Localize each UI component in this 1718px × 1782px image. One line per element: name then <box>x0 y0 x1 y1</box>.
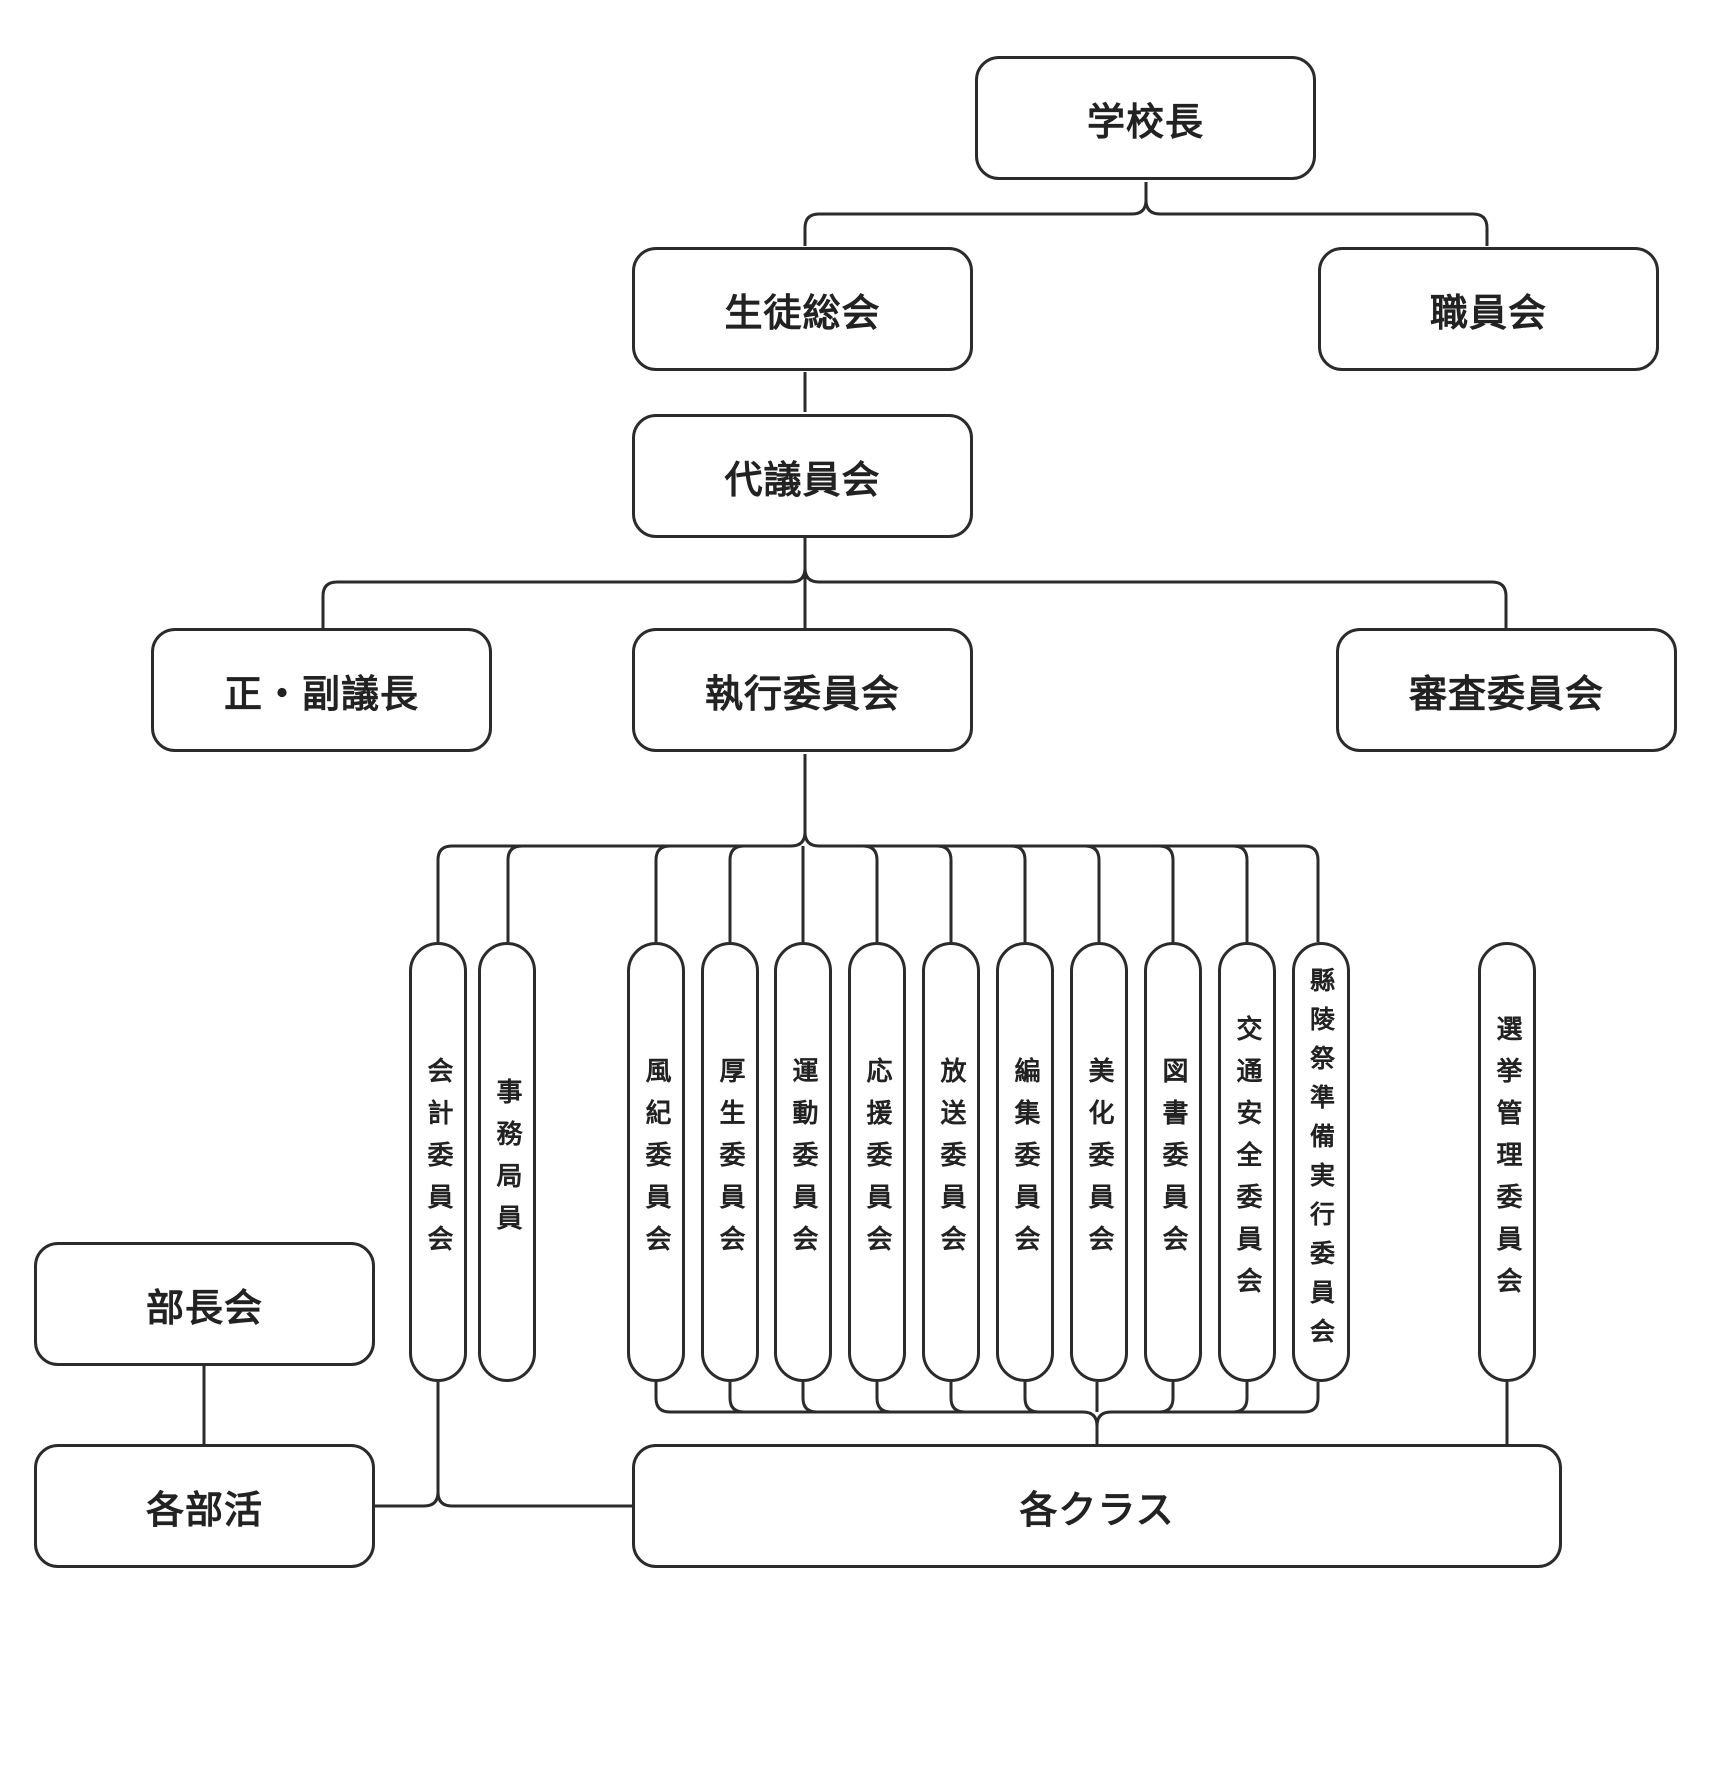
node-discipline-committee: 風紀委員会 <box>627 942 685 1382</box>
node-cheering-committee: 応援委員会 <box>848 942 906 1382</box>
connector-exec-beautification <box>1084 844 1101 942</box>
connector-editorial-down <box>1023 1382 1040 1414</box>
connector-cheering-down <box>875 1382 892 1414</box>
node-beautification-committee: 美化委員会 <box>1070 942 1128 1382</box>
node-broadcast-committee-label: 放送委員会 <box>936 1057 966 1267</box>
node-chair-label: 正・副議長 <box>223 671 419 716</box>
connector-exec-editorial <box>1010 844 1027 942</box>
node-principal-label: 学校長 <box>1086 99 1204 144</box>
node-sports-committee-label: 運動委員会 <box>788 1057 818 1267</box>
connector-bottom-right <box>1095 1382 1320 1427</box>
connector-sports-down <box>801 1382 818 1414</box>
connector-exec-library <box>1158 844 1175 942</box>
connector-accounting-classes <box>436 1491 632 1508</box>
connector-council-audit <box>803 567 1508 628</box>
node-executive-committee-label: 執行委員会 <box>704 671 900 716</box>
node-broadcast-committee: 放送委員会 <box>922 942 980 1382</box>
connector-principal-split <box>803 182 1148 246</box>
node-accounting-committee-label: 会計委員会 <box>423 1057 453 1267</box>
node-general-assembly-label: 生徒総会 <box>724 290 881 335</box>
node-traffic-safety-committee-label: 交通安全委員会 <box>1232 1015 1262 1309</box>
connector-exec-welfare <box>728 844 745 942</box>
node-election-committee-label: 選挙管理委員会 <box>1492 1015 1522 1309</box>
node-secretariat-label: 事務局員 <box>492 1078 522 1246</box>
node-classes-label: 各クラス <box>1019 1487 1175 1532</box>
node-principal: 学校長 <box>975 56 1316 180</box>
connector-council-chair <box>321 538 807 628</box>
connector-exec-secretariat <box>506 844 523 942</box>
node-library-committee: 図書委員会 <box>1144 942 1202 1382</box>
connector-exec-cheering <box>862 844 879 942</box>
node-editorial-committee: 編集委員会 <box>996 942 1054 1382</box>
node-welfare-committee: 厚生委員会 <box>701 942 759 1382</box>
node-beautification-committee-label: 美化委員会 <box>1084 1057 1114 1267</box>
connector-exec-left <box>436 754 807 942</box>
node-club-leaders-label: 部長会 <box>145 1285 263 1330</box>
node-chair: 正・副議長 <box>151 628 492 752</box>
node-representative-council-label: 代議員会 <box>724 457 881 502</box>
node-library-committee-label: 図書委員会 <box>1158 1057 1188 1267</box>
connector-principal-staff <box>1144 199 1489 246</box>
node-general-assembly: 生徒総会 <box>632 247 973 371</box>
node-representative-council: 代議員会 <box>632 414 973 538</box>
node-welfare-committee-label: 厚生委員会 <box>715 1057 745 1267</box>
node-staff-meeting: 職員会 <box>1318 247 1659 371</box>
connector-exec-broadcast <box>936 844 953 942</box>
node-clubs-label: 各部活 <box>145 1487 263 1532</box>
node-staff-meeting-label: 職員会 <box>1429 290 1547 335</box>
connector-library-down <box>1158 1382 1175 1414</box>
node-audit-committee: 審査委員会 <box>1336 628 1677 752</box>
node-sports-committee: 運動委員会 <box>774 942 832 1382</box>
connector-exec-right <box>803 831 1320 942</box>
node-festival-committee: 縣陵祭準備実行委員会 <box>1292 942 1350 1382</box>
node-accounting-committee: 会計委員会 <box>409 942 467 1382</box>
connector-broadcast-down <box>949 1382 966 1414</box>
node-secretariat: 事務局員 <box>478 942 536 1382</box>
connector-exec-traffic <box>1232 844 1249 942</box>
node-traffic-safety-committee: 交通安全委員会 <box>1218 942 1276 1382</box>
node-editorial-committee-label: 編集委員会 <box>1010 1057 1040 1267</box>
connector-exec-discipline <box>654 844 671 942</box>
node-election-committee: 選挙管理委員会 <box>1478 942 1536 1382</box>
node-clubs: 各部活 <box>34 1444 375 1568</box>
node-festival-committee-label: 縣陵祭準備実行委員会 <box>1306 967 1336 1357</box>
connector-welfare-down <box>728 1382 745 1414</box>
connector-accounting-down <box>374 1382 440 1508</box>
node-classes: 各クラス <box>632 1444 1562 1568</box>
connector-traffic-down <box>1232 1382 1249 1414</box>
node-club-leaders: 部長会 <box>34 1242 375 1366</box>
node-cheering-committee-label: 応援委員会 <box>862 1057 892 1267</box>
node-executive-committee: 執行委員会 <box>632 628 973 752</box>
node-discipline-committee-label: 風紀委員会 <box>641 1057 671 1267</box>
node-audit-committee-label: 審査委員会 <box>1408 671 1604 716</box>
